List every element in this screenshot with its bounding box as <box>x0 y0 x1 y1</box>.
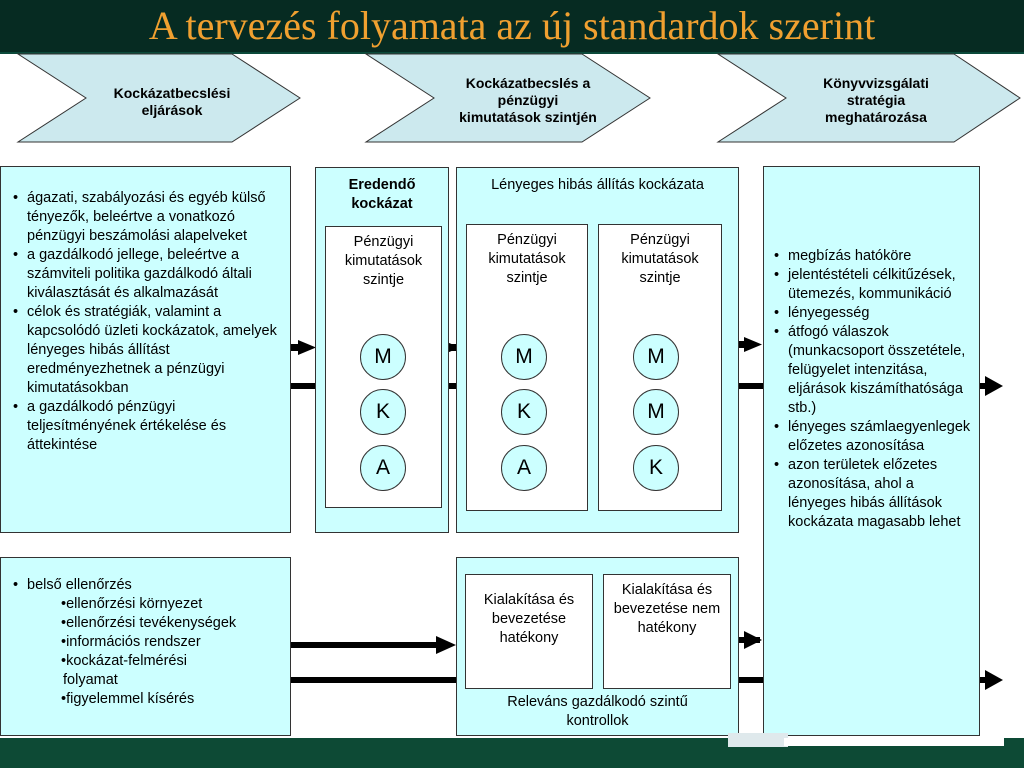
effective-label: Kialakítása és bevezetése hatékony <box>483 592 575 646</box>
external-factors-list: ágazati, szabályozási és egyéb külső tén… <box>9 189 283 455</box>
list-item: megbízás hatóköre <box>770 247 975 266</box>
circle-m: M <box>360 334 406 380</box>
sub-item: •figyelemmel kísérés <box>61 691 195 707</box>
inherent-risk-title: Eredendő kockázat <box>348 177 416 212</box>
internal-control-box: belső ellenőrzés •ellenőrzési környezet … <box>0 557 291 736</box>
panel-label: Pénzügyi kimutatások szintje <box>344 234 423 288</box>
list-item: lényegesség <box>770 304 975 323</box>
panel-label: Pénzügyi kimutatások szintje <box>621 232 699 286</box>
list-item: belső ellenőrzés <box>9 576 285 595</box>
material-fs-panel-2: Pénzügyi kimutatások szintje M M K <box>598 224 722 511</box>
circle-k: K <box>360 389 406 435</box>
sub-item: •ellenőrzési tevékenységek <box>61 615 237 631</box>
title-bar <box>0 0 1024 54</box>
left-factors-box: ágazati, szabályozási és egyéb külső tén… <box>0 166 291 533</box>
material-misstatement-title: Lényeges hibás állítás kockázata <box>491 177 704 193</box>
circle-m: M <box>501 334 547 380</box>
list-item: a gazdálkodó pénzügyi teljesítményének é… <box>9 398 283 455</box>
ineffective-label: Kialakítása és bevezetése nem hatékony <box>613 582 721 636</box>
list-item: a gazdálkodó jellege, beleértve a számvi… <box>9 246 283 303</box>
footer-strip <box>784 738 1004 746</box>
circle-m: M <box>633 389 679 435</box>
material-misstatement-box: Lényeges hibás állítás kockázata Pénzügy… <box>456 167 739 533</box>
slide-title: A tervezés folyamata az új standardok sz… <box>148 3 876 48</box>
list-item: jelentéstételi célkitűzések, ütemezés, k… <box>770 266 975 304</box>
list-item: lényeges számlaegyenlegek előzetes azono… <box>770 418 975 456</box>
effective-controls-panel: Kialakítása és bevezetése hatékony <box>465 574 593 689</box>
chevron-1 <box>16 53 301 143</box>
inherent-fs-panel: Pénzügyi kimutatások szintje M K A <box>325 226 442 508</box>
list-item: célok és stratégiák, valamint a kapcsoló… <box>9 303 283 398</box>
process-chevrons <box>16 53 1021 143</box>
sub-item: •információs rendszer <box>61 634 201 650</box>
list-item: azon területek előzetes azonosítása, aho… <box>770 456 975 532</box>
internal-control-list: belső ellenőrzés <box>9 576 285 595</box>
controls-title: Releváns gazdálkodó szintű kontrollok <box>507 694 688 729</box>
sub-item: •kockázat-felmérési <box>61 653 187 669</box>
footer-logo <box>728 733 788 747</box>
inherent-risk-box: Eredendő kockázat Pénzügyi kimutatások s… <box>315 167 449 533</box>
chevron-3 <box>716 53 1021 143</box>
entity-controls-box: Kialakítása és bevezetése hatékony Kiala… <box>456 557 739 736</box>
panel-label: Pénzügyi kimutatások szintje <box>488 232 566 286</box>
list-item: átfogó válaszok (munkacsoport összetétel… <box>770 323 975 418</box>
audit-strategy-box: megbízás hatóköre jelentéstételi célkitű… <box>763 166 980 736</box>
circle-m: M <box>633 334 679 380</box>
circle-a: A <box>360 445 406 491</box>
sub-item: •ellenőrzési környezet <box>61 596 203 612</box>
strategy-list: megbízás hatóköre jelentéstételi célkitű… <box>770 247 975 532</box>
chevron-2 <box>364 53 651 143</box>
circle-a: A <box>501 445 547 491</box>
circle-k: K <box>633 445 679 491</box>
circle-k: K <box>501 389 547 435</box>
sub-item: folyamat <box>63 672 118 688</box>
ineffective-controls-panel: Kialakítása és bevezetése nem hatékony <box>603 574 731 689</box>
material-fs-panel-1: Pénzügyi kimutatások szintje M K A <box>466 224 588 511</box>
list-item: ágazati, szabályozási és egyéb külső tén… <box>9 189 283 246</box>
